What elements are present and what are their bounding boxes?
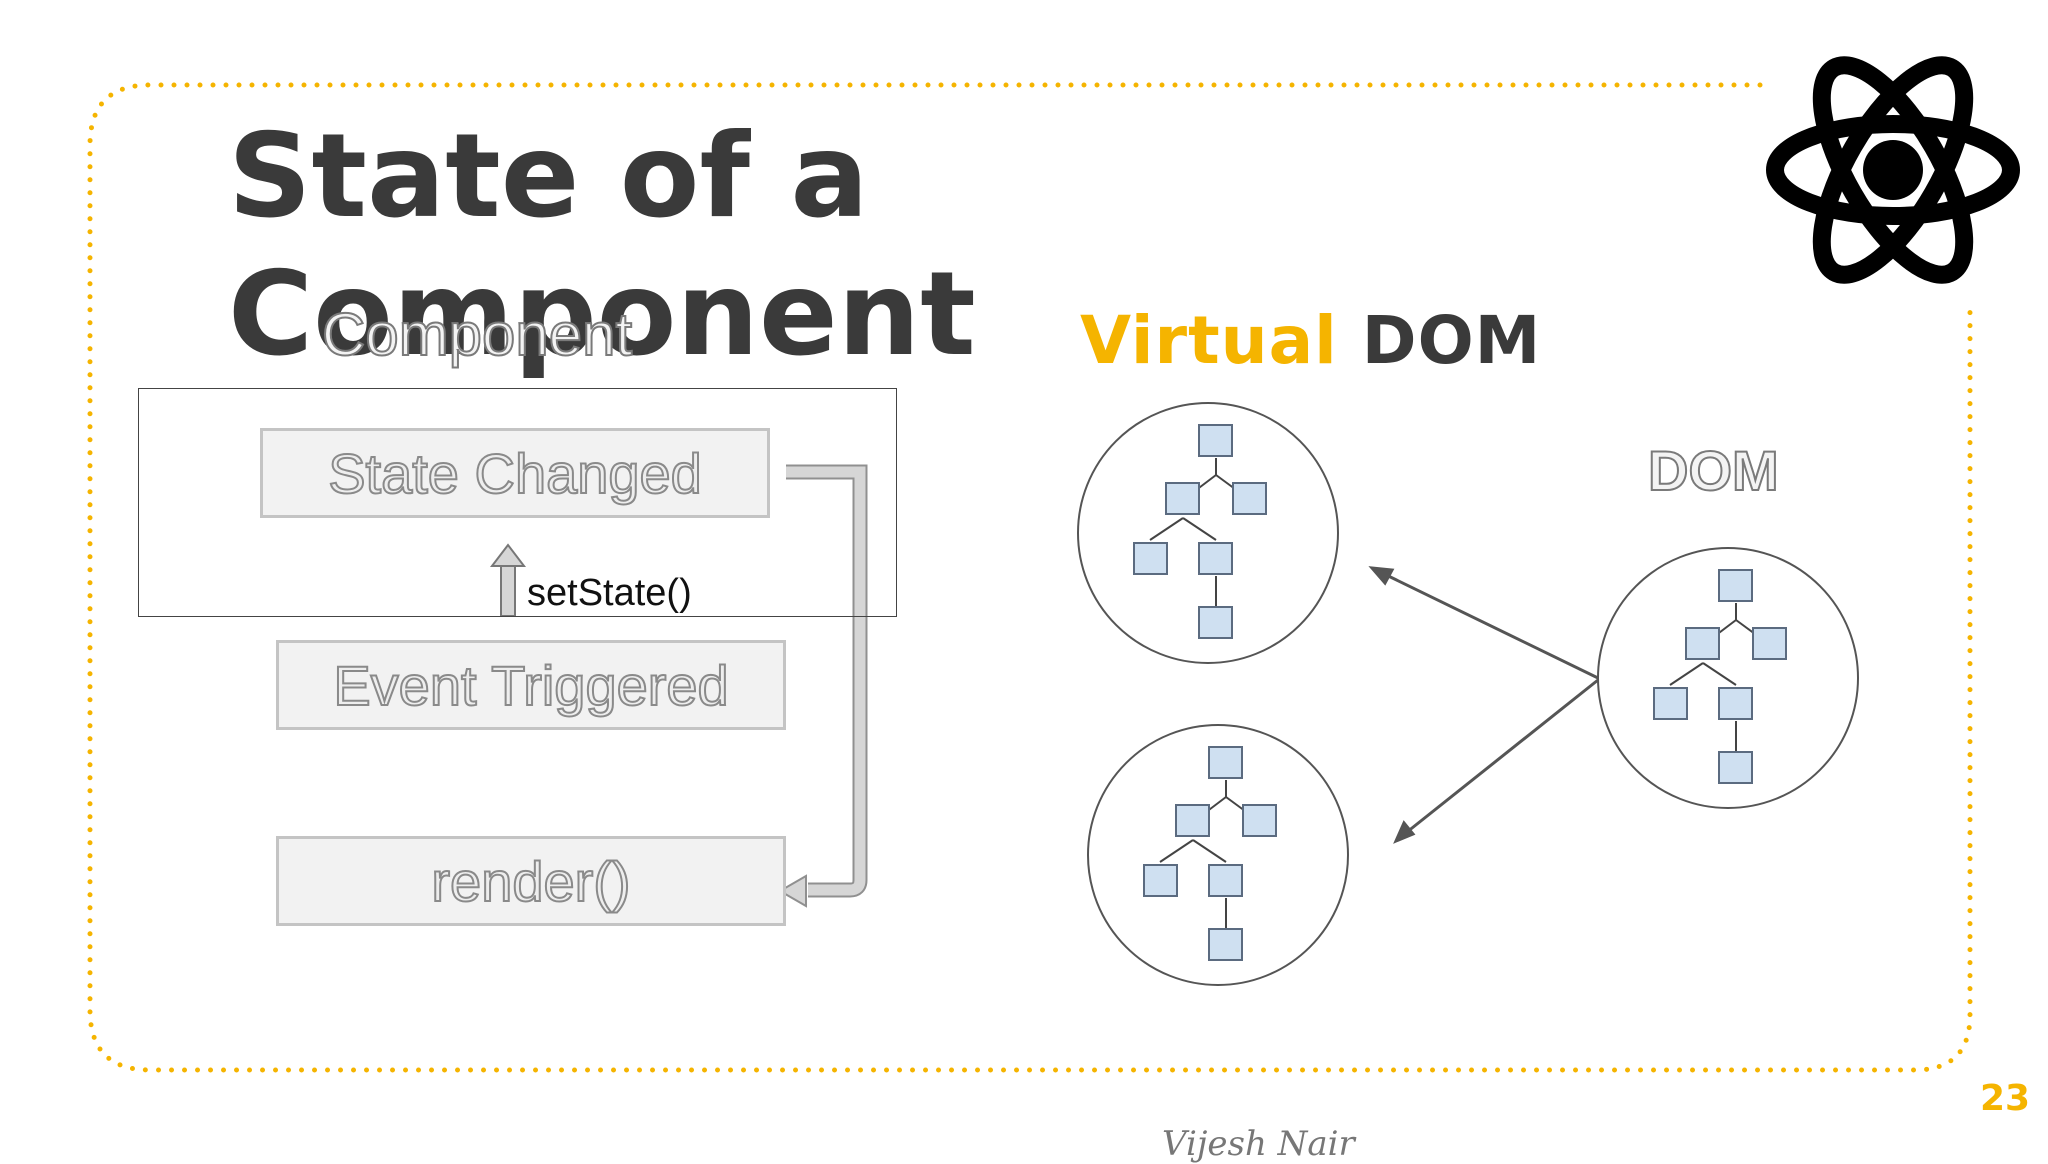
- component-frame: [138, 388, 897, 617]
- event-triggered-box: Event Triggered: [276, 640, 786, 730]
- dom-word: DOM: [1361, 302, 1542, 379]
- virtual-dom-heading: Virtual DOM: [1080, 302, 1541, 379]
- author-signature: Vijesh Nair: [1162, 1124, 1355, 1164]
- virtual-word: Virtual: [1080, 302, 1338, 379]
- setstate-label: setState(): [527, 572, 692, 614]
- virtual-dom-tree-bottom: [1087, 724, 1349, 986]
- page-number: 23: [1980, 1078, 2031, 1119]
- real-dom-tree: [1597, 547, 1859, 809]
- slide-title: State of a Component: [228, 109, 976, 382]
- virtual-dom-tree-top: [1077, 402, 1339, 664]
- diff-arrows: [1368, 566, 1599, 844]
- state-changed-box: State Changed: [260, 428, 770, 518]
- loop-arrow: [777, 464, 868, 908]
- component-label: Component: [321, 300, 633, 369]
- dom-label: DOM: [1647, 438, 1780, 503]
- render-box: render(): [276, 836, 786, 926]
- react-logo-icon: [1766, 56, 2020, 284]
